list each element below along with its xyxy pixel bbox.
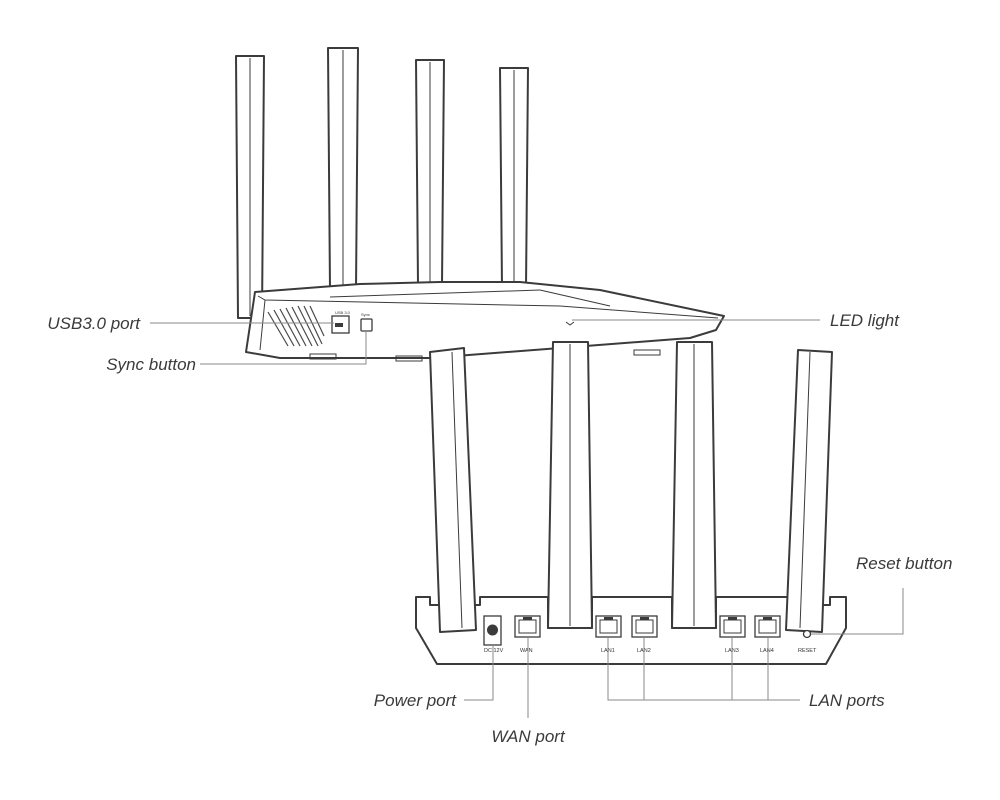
side-antenna	[235, 55, 265, 319]
led-light	[565, 321, 575, 326]
reset-button-label: RESET	[798, 648, 817, 654]
leader-lines	[150, 319, 904, 718]
lan4-label: LAN4	[760, 648, 774, 654]
side-antenna	[415, 59, 445, 286]
wan-port: WAN	[514, 615, 541, 654]
power-port: DC 12V	[483, 615, 504, 654]
rear-antenna	[671, 341, 717, 629]
usb-port-callout: USB3.0 port	[47, 314, 141, 333]
rear-router-body	[415, 596, 847, 665]
usb-port: USB 3.0	[331, 310, 351, 334]
usb-port-label: USB 3.0	[335, 310, 351, 315]
side-antenna	[327, 47, 359, 291]
sync-leader-line	[200, 330, 367, 365]
side-antenna	[499, 67, 529, 289]
power-port-label: DC 12V	[484, 648, 504, 654]
wan-port-callout: WAN port	[491, 727, 566, 746]
router-side-view: USB 3.0 Sync	[235, 47, 725, 362]
power-port-callout: Power port	[374, 691, 457, 710]
power-leader-line	[464, 645, 494, 701]
rubber-foot	[395, 355, 423, 362]
sync-button-label: Sync	[361, 312, 370, 317]
wan-port-label: WAN	[520, 648, 533, 654]
rubber-foot	[633, 349, 661, 356]
reset-button: RESET	[798, 629, 817, 654]
rubber-foot	[309, 353, 337, 360]
router-rear-view: DC 12V WAN LAN1 LAN2 LAN3	[415, 341, 847, 665]
rear-antenna	[547, 341, 593, 629]
reset-button-callout: Reset button	[856, 554, 952, 573]
rear-antenna	[429, 347, 477, 633]
sync-button-callout: Sync button	[106, 355, 196, 374]
led-light-callout: LED light	[830, 311, 900, 330]
rear-antenna	[785, 349, 833, 633]
vent-grille	[267, 305, 325, 347]
reset-leader-line	[811, 588, 904, 635]
lan-leader-line	[607, 637, 800, 701]
callout-labels: USB3.0 port Sync button LED light Reset …	[47, 311, 952, 746]
lan-ports-callout: LAN ports	[809, 691, 885, 710]
